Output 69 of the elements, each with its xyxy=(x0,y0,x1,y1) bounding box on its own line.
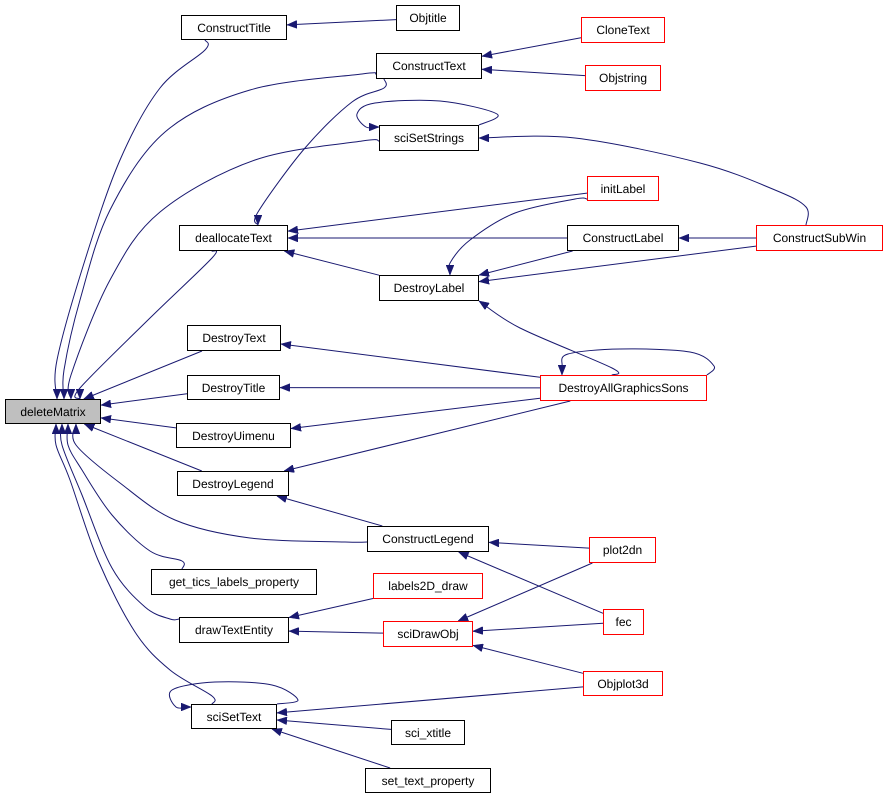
function-box: sciSetText xyxy=(191,704,277,729)
call-arrow xyxy=(678,234,756,242)
function-box: labels2D_draw xyxy=(373,573,483,599)
function-box: ConstructTitle xyxy=(181,15,287,40)
call-arrow xyxy=(290,398,540,432)
call-arrow xyxy=(284,400,571,473)
function-box: sci_xtitle xyxy=(391,720,465,745)
function-box: Objtitle xyxy=(396,5,460,31)
function-box: set_text_property xyxy=(365,768,491,793)
call-arrow xyxy=(59,72,377,400)
call-arrow xyxy=(488,538,590,549)
call-arrow xyxy=(51,424,216,704)
call-arrow xyxy=(100,393,188,408)
call-arrow xyxy=(286,19,396,29)
call-arrow xyxy=(472,644,584,674)
function-box: DestroyAllGraphicsSons xyxy=(540,375,707,401)
call-arrow xyxy=(65,139,380,400)
call-arrow xyxy=(557,348,716,376)
call-arrow xyxy=(478,246,756,285)
function-box: ConstructSubWin xyxy=(756,225,883,251)
function-box: sciSetStrings xyxy=(379,125,479,151)
call-arrow xyxy=(356,100,499,132)
function-box: plot2dn xyxy=(589,537,656,563)
function-box: sciDrawObj xyxy=(383,621,473,647)
call-arrow xyxy=(276,716,392,730)
call-arrow xyxy=(478,250,574,277)
call-arrow xyxy=(444,197,588,276)
function-box: ConstructText xyxy=(376,53,482,79)
call-arrow xyxy=(100,415,176,428)
function-box: Objplot3d xyxy=(583,671,663,696)
call-arrow xyxy=(458,552,604,614)
call-arrow xyxy=(482,37,582,59)
call-arrow xyxy=(288,598,374,620)
call-arrow xyxy=(57,424,180,620)
call-arrow xyxy=(284,249,380,276)
call-arrow xyxy=(280,341,540,378)
call-arrow xyxy=(168,681,298,712)
function-box: deleteMatrix xyxy=(5,399,101,424)
function-box: DestroyLabel xyxy=(379,275,479,301)
call-arrow xyxy=(478,300,620,376)
call-arrow xyxy=(478,134,809,226)
call-arrow xyxy=(288,234,568,242)
function-box: fec xyxy=(603,609,644,635)
call-arrow xyxy=(70,424,368,543)
call-arrow xyxy=(482,66,586,76)
call-arrow xyxy=(63,424,185,570)
call-arrow xyxy=(288,192,588,234)
call-arrow xyxy=(276,686,584,716)
function-box: DestroyTitle xyxy=(187,375,280,400)
function-box: Objstring xyxy=(585,65,661,91)
call-arrow xyxy=(83,350,202,400)
call-arrow xyxy=(271,728,391,768)
function-box: get_tics_labels_property xyxy=(151,569,317,595)
call-arrow xyxy=(52,40,209,400)
call-arrow xyxy=(288,627,384,636)
function-box: ConstructLegend xyxy=(367,526,489,552)
function-box: CloneText xyxy=(581,17,665,43)
function-box: DestroyUimenu xyxy=(176,423,291,448)
call-arrow xyxy=(458,562,593,622)
function-box: drawTextEntity xyxy=(179,617,289,643)
call-arrow xyxy=(472,622,604,635)
function-box: deallocateText xyxy=(179,225,288,251)
function-box: initLabel xyxy=(587,176,659,201)
call-arrow xyxy=(280,383,540,392)
call-arrow xyxy=(84,424,202,472)
function-box: DestroyText xyxy=(187,325,281,351)
function-box: DestroyLegend xyxy=(177,471,289,496)
call-arrow xyxy=(276,494,383,526)
function-box: ConstructLabel xyxy=(567,225,679,251)
